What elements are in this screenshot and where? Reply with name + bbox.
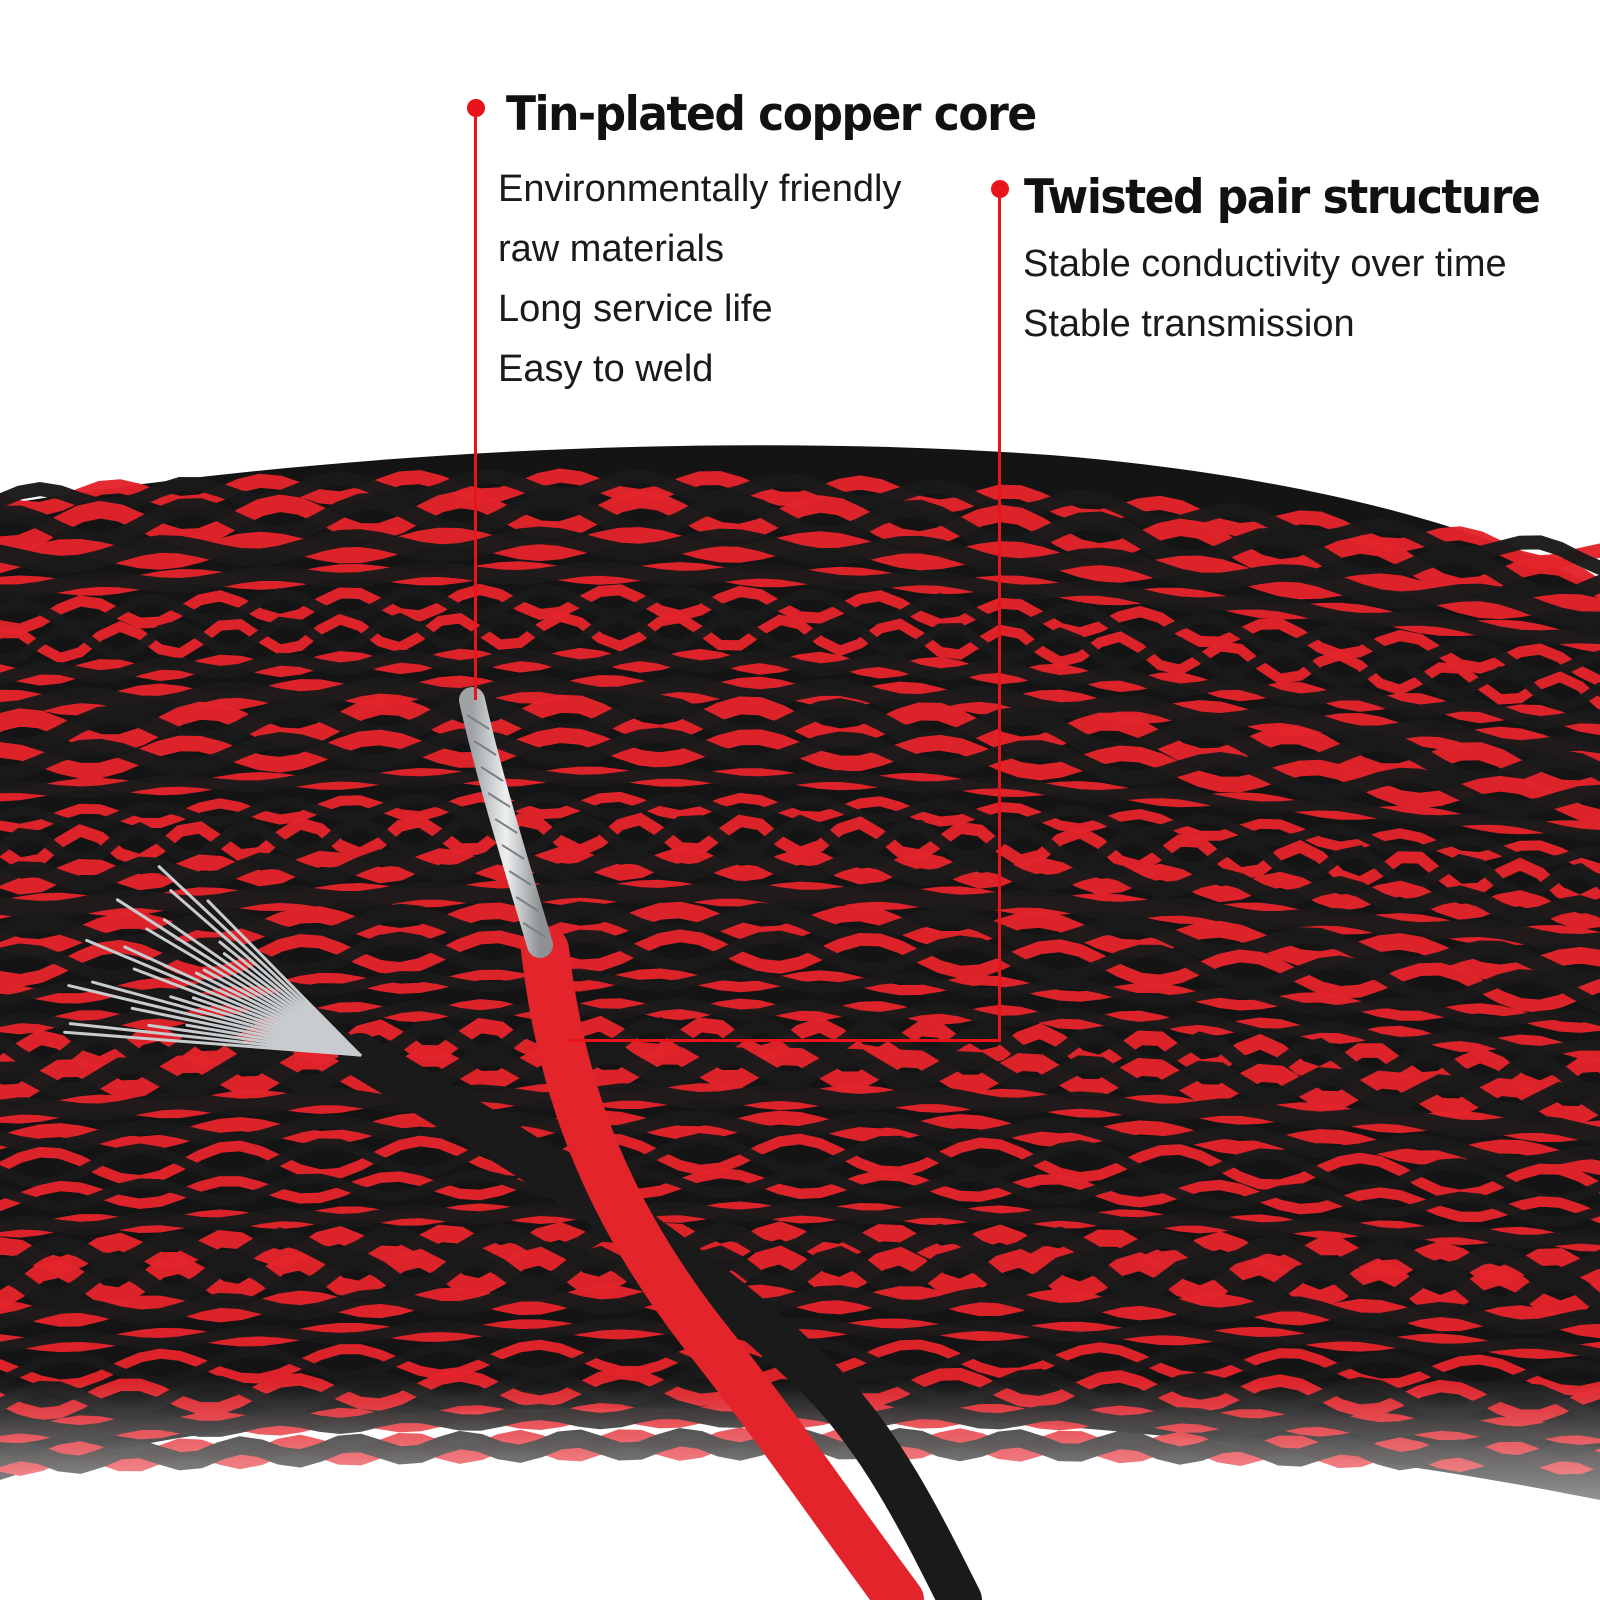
frayed-strand: [169, 889, 362, 1057]
callout-1-line-4: Easy to weld: [498, 348, 714, 390]
red-strand: [0, 490, 1600, 600]
black-strand: [0, 1284, 1600, 1335]
red-strand: [0, 1046, 1600, 1124]
black-strand: [0, 469, 1600, 575]
callout-1-line-2: raw materials: [498, 228, 724, 270]
black-strand: [0, 526, 1600, 630]
callout-1-line-1: Environmentally friendly: [498, 168, 902, 210]
core-twist-line: [522, 922, 546, 938]
black-strand: [0, 584, 1600, 681]
black-strand: [0, 675, 1600, 757]
black-strand: [0, 766, 1600, 842]
black-strand: [0, 901, 1600, 988]
red-strand: [0, 1110, 1600, 1175]
core-twist-line: [508, 870, 532, 886]
frayed-strand: [68, 1022, 362, 1057]
loose-red-wire: [521, 926, 924, 1600]
callout-2-line-1: Stable conductivity over time: [1023, 243, 1507, 285]
black-strand: [0, 694, 1600, 791]
frayed-strand: [157, 865, 362, 1057]
red-strand: [0, 1133, 1600, 1201]
black-strand: [0, 490, 1600, 606]
callout-2-leader-line: [998, 189, 1001, 1041]
black-strand: [0, 1110, 1600, 1171]
loose-black-wire: [338, 1033, 982, 1600]
black-strand: [0, 727, 1600, 817]
black-strand: [0, 610, 1600, 712]
callout-2-line-2: Stable transmission: [1023, 303, 1355, 345]
black-strand: [0, 812, 1600, 903]
core-twist-line: [494, 818, 518, 834]
frayed-strand: [63, 1030, 362, 1057]
callout-1-leader-line: [474, 108, 477, 700]
core-twist-line: [515, 896, 539, 912]
black-strand: [0, 1221, 1600, 1286]
black-strand: [0, 1046, 1600, 1121]
black-strand: [0, 1083, 1600, 1145]
black-strand: [0, 879, 1600, 953]
frayed-strand: [85, 938, 362, 1057]
black-strand: [0, 846, 1600, 925]
black-strand: [0, 1167, 1600, 1227]
tinned-copper-core: [459, 687, 553, 958]
black-strand: [0, 1245, 1600, 1317]
red-strand: [0, 611, 1600, 710]
black-strand: [0, 1201, 1600, 1249]
frayed-strand: [67, 984, 362, 1057]
black-strand: [0, 648, 1600, 730]
frayed-strand: [115, 898, 362, 1057]
core-twist-line: [480, 766, 504, 782]
core-twist-line: [487, 792, 511, 808]
callout-title-twisted-pair-structure: Twisted pair structure: [1024, 170, 1541, 226]
black-strand: [0, 791, 1600, 869]
loose-wire-ends: [63, 687, 982, 1600]
black-strand: [0, 561, 1600, 646]
callout-2-leader-elbow: [568, 1039, 1001, 1042]
black-strand: [0, 1317, 1600, 1360]
core-twist-line: [466, 714, 490, 730]
red-strand: [0, 846, 1600, 930]
core-twist-line: [501, 844, 525, 860]
core-twist-line: [473, 740, 497, 756]
callout-1-line-3: Long service life: [498, 288, 773, 330]
callout-title-tin-plated-copper-core: Tin-plated copper core: [506, 87, 1037, 143]
